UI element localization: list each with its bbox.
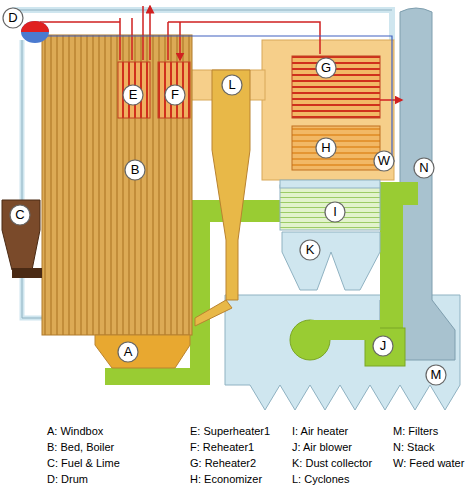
callout-circle: N [413,157,435,179]
circle-shape [373,336,393,356]
callout-circle: E [122,84,144,106]
callout-letter: M [425,364,447,386]
circle-shape [414,158,434,178]
callout-circle: B [124,159,146,181]
callout-letter: A [117,341,139,363]
key-entry: I: Air heater [292,425,348,437]
callout-circle: I [324,201,346,223]
callout-circle: H [315,137,337,159]
key-entry: E: Superheater1 [190,425,270,437]
key-entry: M: Filters [393,425,438,437]
key-entry: H: Economizer [190,473,262,485]
circle-shape [222,75,242,95]
key-entry: J: Air blower [292,441,352,453]
callout-circle: F [164,84,186,106]
callout-letter: W [373,150,395,172]
key-entry: K: Dust collector [292,457,372,469]
circle-shape [10,205,30,225]
callout-letter: D [2,7,24,29]
key-entry: W: Feed water [393,457,464,469]
callout-letter: C [9,204,31,226]
callout-circle: W [373,150,395,172]
callout-circle: D [2,7,24,29]
circle-shape [316,58,336,78]
circle-shape [316,138,336,158]
callout-letter: G [315,57,337,79]
callout-circle: J [372,335,394,357]
callout-letter: L [221,74,243,96]
circle-shape [123,85,143,105]
key-entry: C: Fuel & Lime [47,457,120,469]
callout-letter: I [324,201,346,223]
key-entry: A: Windbox [47,425,103,437]
callout-circle: G [315,57,337,79]
circle-shape [374,151,394,171]
key-entry: F: Reheater1 [190,441,254,453]
callout-letter: B [124,159,146,181]
callout-letter: H [315,137,337,159]
key-entry: D: Drum [47,473,88,485]
circle-shape [125,160,145,180]
callout-circle: K [299,239,321,261]
callout-letter: K [299,239,321,261]
circle-shape [3,8,23,28]
callout-letter: J [372,335,394,357]
key-entry: B: Bed, Boiler [47,441,114,453]
callout-letter: N [413,157,435,179]
callout-letter: F [164,84,186,106]
circle-shape [300,240,320,260]
circle-shape [325,202,345,222]
key-entry: G: Reheater2 [190,457,256,469]
callout-circle: A [117,341,139,363]
callout-circle: L [221,74,243,96]
key-entry: N: Stack [393,441,435,453]
callout-circle: C [9,204,31,226]
circle-shape [426,365,446,385]
circle-shape [118,342,138,362]
key-entry: L: Cyclones [292,473,349,485]
circle-shape [165,85,185,105]
callout-circle: M [425,364,447,386]
callout-letter: E [122,84,144,106]
